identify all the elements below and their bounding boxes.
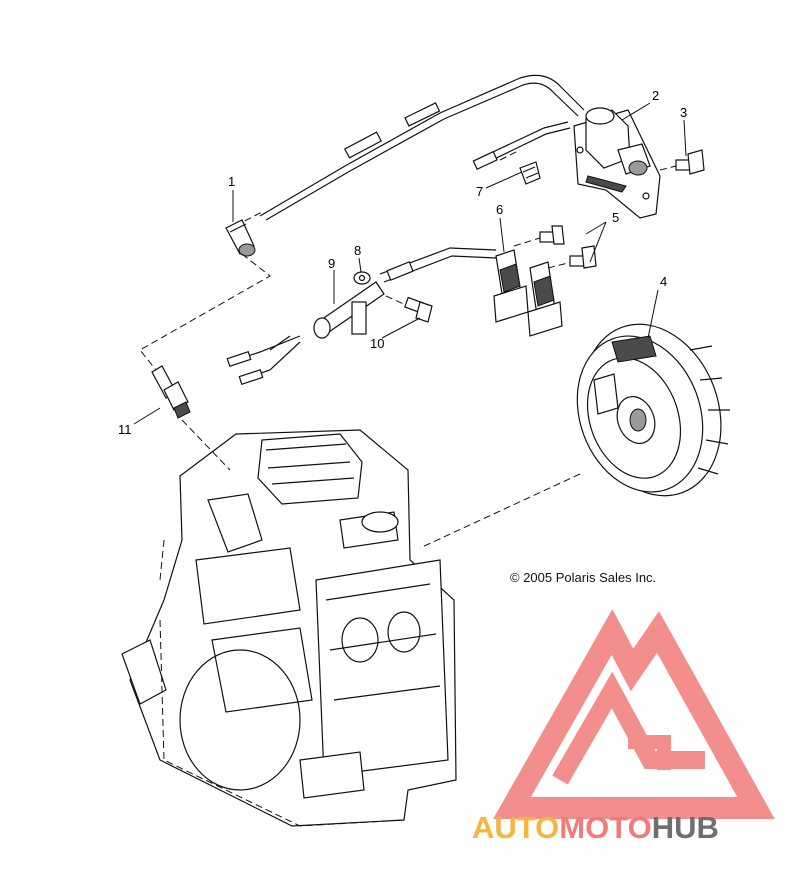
watermark-word-hub: HUB <box>652 810 719 845</box>
spark-plug <box>139 253 271 419</box>
callout-labels: 1 2 3 4 5 6 7 8 9 10 11 <box>118 88 687 437</box>
callout-6: 6 <box>496 202 503 217</box>
washer <box>353 271 371 285</box>
copyright-notice: © 2005 Polaris Sales Inc. <box>510 570 656 585</box>
engine-block <box>121 419 457 827</box>
coil-high-tension-wire <box>234 74 585 227</box>
watermark-wordmark: AUTOMOTOHUB <box>472 810 719 845</box>
wire-connector <box>519 161 541 185</box>
charge-coil-assembly <box>379 247 563 337</box>
callout-leaders <box>133 102 687 425</box>
callout-5: 5 <box>612 210 619 225</box>
callout-1: 1 <box>228 174 235 189</box>
spark-plug-cap <box>225 219 256 257</box>
flywheel <box>419 323 730 549</box>
callout-3: 3 <box>680 105 687 120</box>
watermark-logo-mark <box>493 609 775 819</box>
coil-mounting-screw <box>659 149 705 175</box>
watermark-word-moto: MOTO <box>559 810 651 845</box>
callout-10: 10 <box>370 336 384 351</box>
stator-mounting-screws <box>513 225 597 269</box>
switch-mounting-screw <box>385 295 433 323</box>
callout-2: 2 <box>652 88 659 103</box>
watermark-word-auto: AUTO <box>472 810 559 845</box>
kill-switch <box>226 281 385 385</box>
callout-11: 11 <box>118 422 132 437</box>
callout-7: 7 <box>476 184 483 199</box>
callout-4: 4 <box>660 274 667 289</box>
callout-9: 9 <box>328 256 335 271</box>
callout-8: 8 <box>354 243 361 258</box>
ignition-coil <box>472 107 661 219</box>
